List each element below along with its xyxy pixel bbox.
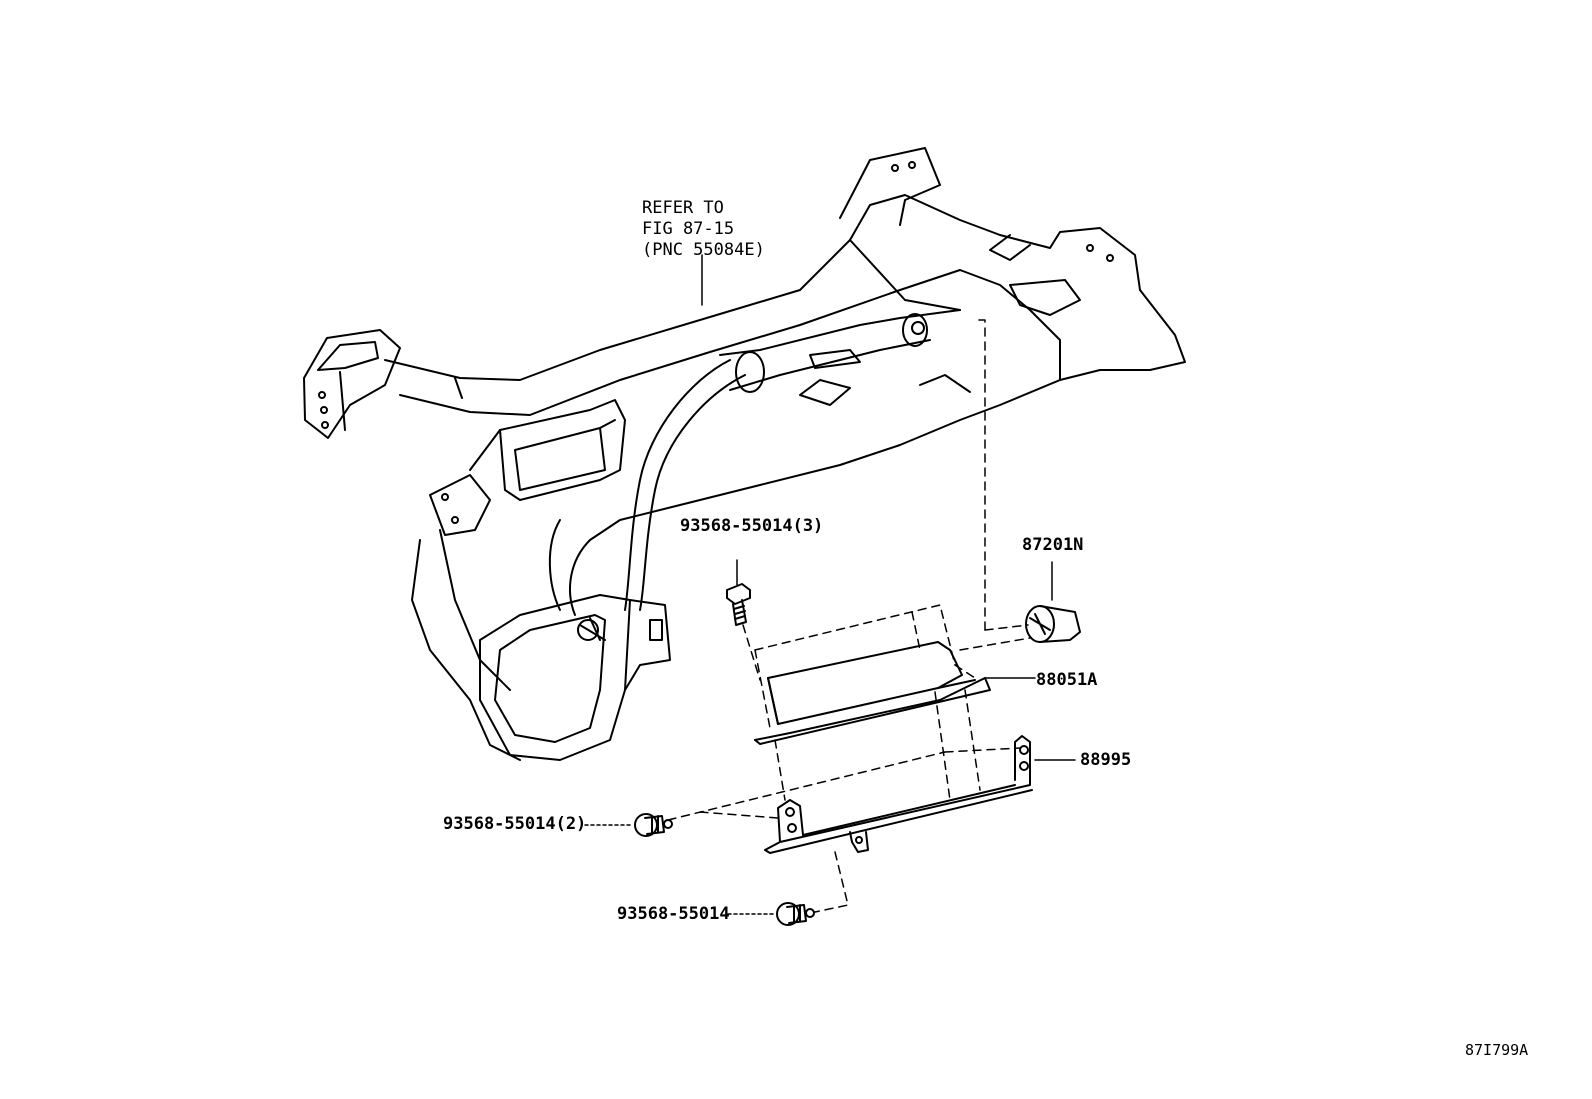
refer-note: REFER TO FIG 87-15 (PNC 55084E) bbox=[642, 198, 765, 261]
bolt-bottom-part bbox=[727, 902, 815, 926]
refer-note-line3: (PNC 55084E) bbox=[642, 240, 765, 260]
label-module: 88051A bbox=[1036, 670, 1098, 690]
label-bolt-bottom: 93568-55014 bbox=[617, 904, 730, 924]
clip-part bbox=[1025, 561, 1081, 643]
airbag-sensor-module bbox=[754, 604, 1036, 745]
label-clip: 87201N bbox=[1022, 535, 1084, 555]
refer-note-line1: REFER TO bbox=[642, 198, 724, 218]
label-bracket: 88995 bbox=[1080, 750, 1132, 770]
bolt-top-part bbox=[726, 559, 761, 681]
bolt-left-part bbox=[584, 813, 673, 837]
label-bolt-top: 93568-55014(3) bbox=[680, 516, 824, 536]
clip-dashed-line-2 bbox=[984, 624, 1029, 631]
label-bolt-left: 93568-55014(2) bbox=[443, 814, 587, 834]
clip-dashed-line bbox=[974, 319, 986, 631]
refer-note-line2: FIG 87-15 bbox=[642, 219, 735, 239]
suspension-member bbox=[303, 147, 1186, 761]
figure-id: 87I799A bbox=[1465, 1041, 1529, 1059]
bracket-part bbox=[667, 689, 1076, 913]
